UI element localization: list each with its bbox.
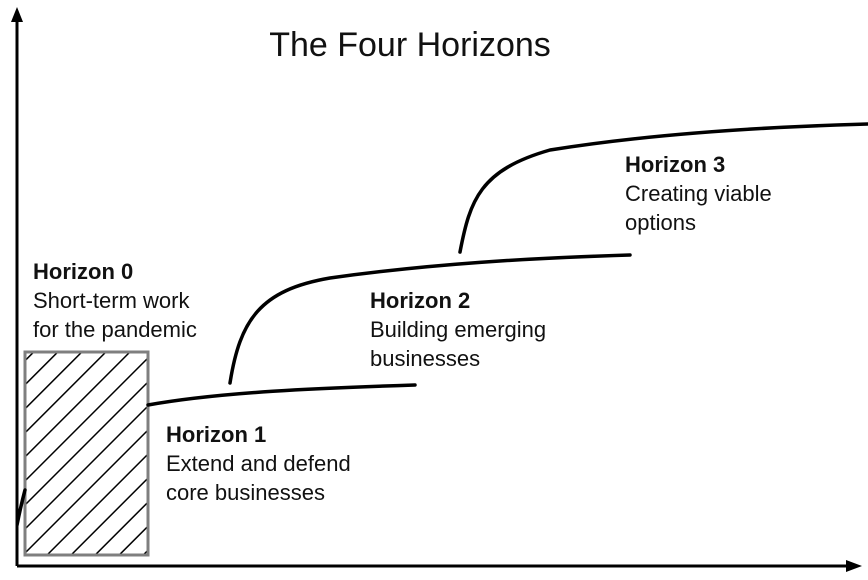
horizon-0-line-2: for the pandemic [33, 317, 197, 342]
horizon-1-curve [146, 383, 417, 407]
horizon-2-curve [228, 253, 632, 385]
y-axis-arrowhead [11, 7, 23, 22]
horizon-1-heading: Horizon 1 [166, 422, 267, 447]
horizon-0-curve [17, 488, 27, 527]
horizon-3-heading: Horizon 3 [625, 152, 726, 177]
horizon-2-heading: Horizon 2 [370, 288, 471, 313]
horizon-0-label: Horizon 0 Short-term work for the pandem… [33, 257, 197, 344]
x-axis-arrowhead [846, 560, 862, 572]
horizon-0-heading: Horizon 0 [33, 259, 134, 284]
horizon-2-line-1: Building emerging [370, 317, 547, 342]
horizon-0-line-1: Short-term work [33, 288, 190, 313]
horizon-1-line-1: Extend and defend [166, 451, 351, 476]
diagram-title: The Four Horizons [269, 26, 551, 64]
horizon-0-box [23, 350, 150, 557]
horizon-3-label: Horizon 3 Creating viable options [625, 150, 772, 237]
horizon-3-line-1: Creating viable [625, 181, 772, 206]
horizon-3-line-2: options [625, 210, 696, 235]
horizon-2-label: Horizon 2 Building emerging businesses [370, 286, 546, 373]
horizon-2-line-2: businesses [370, 346, 481, 371]
horizon-3-curve [458, 122, 868, 254]
horizon-1-label: Horizon 1 Extend and defend core busines… [166, 420, 351, 507]
horizon-1-line-2: core businesses [166, 480, 325, 505]
